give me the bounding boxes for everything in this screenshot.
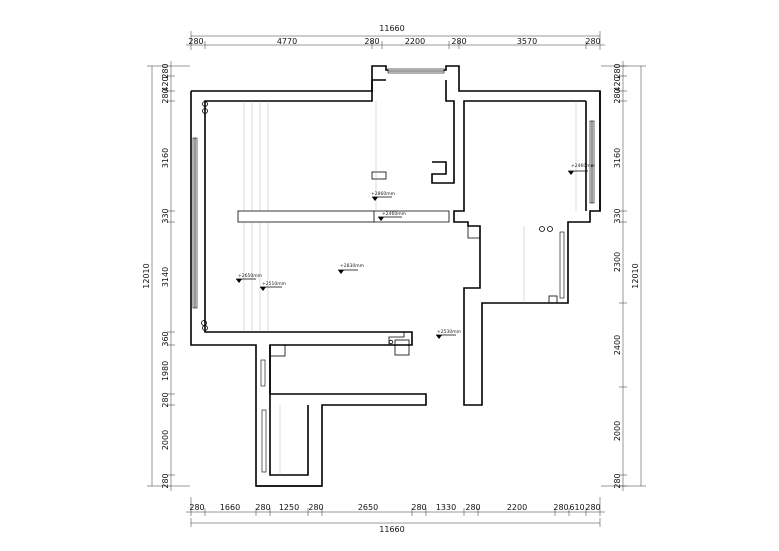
bottom-dimension: 280 1660 280 1250 280 2650 280 1330 280 … xyxy=(186,497,605,534)
windows xyxy=(192,68,595,473)
right-dimension: 280 420 280 3160 330 2300 2400 2000 280 … xyxy=(601,61,646,491)
top-seg-6: 3570 xyxy=(517,37,537,46)
partition-stub xyxy=(371,171,387,180)
bottom-seg-9: 280 xyxy=(465,503,480,512)
bottom-seg-2: 1660 xyxy=(220,503,240,512)
bottom-seg-8: 1330 xyxy=(436,503,456,512)
right-seg-4: 3160 xyxy=(613,148,622,168)
pipe-icon xyxy=(202,101,208,107)
svg-text:+2460mm: +2460mm xyxy=(382,211,406,217)
partition-wall xyxy=(237,210,375,223)
bottom-seg-1: 280 xyxy=(189,503,204,512)
fixtures xyxy=(201,101,553,345)
top-seg-2: 4770 xyxy=(277,37,297,46)
entry-box xyxy=(269,344,286,357)
pipe-icon xyxy=(202,325,208,331)
left-seg-4: 3160 xyxy=(161,148,170,168)
svg-text:+2530mm: +2530mm xyxy=(437,329,461,335)
top-seg-7: 280 xyxy=(585,37,600,46)
left-seg-11: 280 xyxy=(161,473,170,488)
left-seg-10: 2000 xyxy=(161,430,170,450)
right-seg-5: 330 xyxy=(613,208,622,223)
window-kitchen xyxy=(559,231,565,299)
pipe-icon xyxy=(539,226,545,232)
top-seg-5: 280 xyxy=(451,37,466,46)
left-seg-3: 280 xyxy=(161,88,170,103)
left-seg-6: 3140 xyxy=(161,267,170,287)
left-seg-1: 280 xyxy=(161,63,170,78)
level-mark: +2650mm xyxy=(236,273,262,283)
left-total-label: 12010 xyxy=(142,263,151,288)
left-seg-9: 280 xyxy=(161,392,170,407)
right-seg-6: 2300 xyxy=(613,252,622,272)
top-dimension: 11660 280 4770 280 2200 280 3570 280 xyxy=(186,24,605,50)
left-seg-5: 330 xyxy=(161,208,170,223)
pipe-icon xyxy=(547,226,553,232)
level-mark: +2830mm xyxy=(338,263,364,274)
level-marks: +2860mm +2460mm +2460mm +2830mm +2650mm … xyxy=(236,163,595,339)
bottom-seg-6: 2650 xyxy=(358,503,378,512)
top-seg-4: 2200 xyxy=(405,37,425,46)
svg-text:+2650mm: +2650mm xyxy=(238,273,262,279)
bottom-total-label: 11660 xyxy=(379,525,404,534)
top-total-label: 11660 xyxy=(379,24,404,33)
ceiling-lines xyxy=(243,101,577,475)
level-mark: +2460mm xyxy=(568,163,595,175)
bottom-seg-4: 1250 xyxy=(279,503,299,512)
right-seg-7: 2400 xyxy=(613,335,622,355)
svg-text:+2860mm: +2860mm xyxy=(371,191,395,197)
left-seg-7: 360 xyxy=(161,331,170,346)
outer-wall xyxy=(191,65,601,406)
svg-text:+2510mm: +2510mm xyxy=(262,281,286,287)
left-seg-2: 420 xyxy=(161,76,170,91)
bottom-seg-13: 280 xyxy=(585,503,600,512)
level-mark: +2860mm xyxy=(371,191,395,201)
top-seg-3: 280 xyxy=(364,37,379,46)
pipe-icon xyxy=(202,108,208,114)
level-mark: +2460mm xyxy=(378,211,406,221)
right-seg-9: 280 xyxy=(613,473,622,488)
bottom-seg-12: 610 xyxy=(569,503,584,512)
window-entry xyxy=(260,359,266,387)
right-seg-2: 420 xyxy=(613,76,622,91)
bottom-seg-10: 2200 xyxy=(507,503,527,512)
level-mark: +2510mm xyxy=(260,281,286,291)
left-seg-8: 1980 xyxy=(161,361,170,381)
bottom-seg-3: 280 xyxy=(255,503,270,512)
level-mark: +2530mm xyxy=(436,329,461,339)
cabinet xyxy=(548,295,558,304)
right-seg-8: 2000 xyxy=(613,421,622,441)
bottom-seg-7: 280 xyxy=(411,503,426,512)
left-dimension: 12010 280 420 280 3160 330 3140 360 1980… xyxy=(142,61,190,491)
svg-text:+2830mm: +2830mm xyxy=(340,263,364,269)
right-seg-3: 280 xyxy=(613,88,622,103)
right-total-label: 12010 xyxy=(631,263,640,288)
top-seg-1: 280 xyxy=(188,37,203,46)
bottom-seg-11: 280 xyxy=(553,503,568,512)
svg-text:+2460mm: +2460mm xyxy=(571,163,595,169)
window-lower xyxy=(261,409,267,473)
kitchen-unit xyxy=(394,339,410,356)
bottom-seg-5: 280 xyxy=(308,503,323,512)
right-seg-1: 280 xyxy=(613,63,622,78)
pipe-icon xyxy=(388,339,394,345)
